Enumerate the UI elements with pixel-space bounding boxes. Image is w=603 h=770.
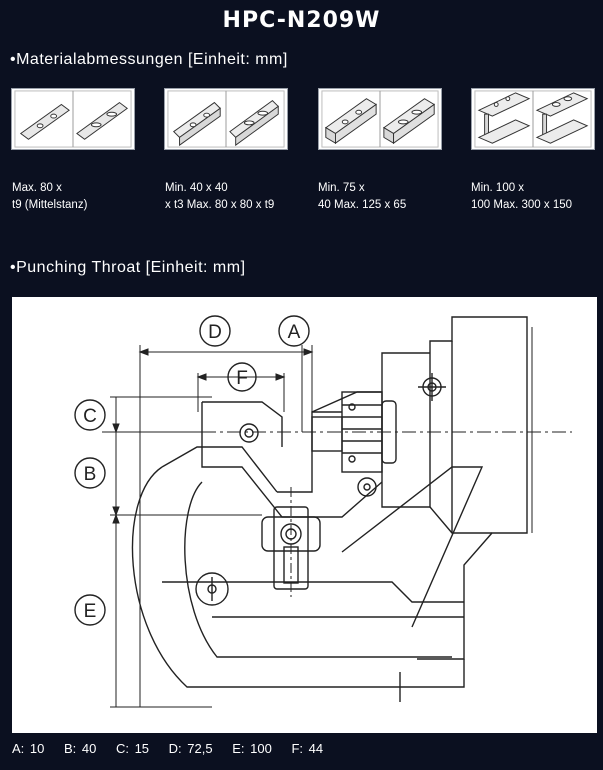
angle-iron-icon [164, 88, 288, 150]
caption-line: 40 Max. 125 x 65 [318, 199, 407, 211]
drawing-label-c: C [83, 406, 97, 427]
h-beam-icon [471, 88, 595, 150]
material-caption: Max. 80 x t9 (Mittelstanz) [12, 180, 87, 214]
dimension-c: C: 15 [115, 741, 150, 756]
drawing-label-b: B [84, 464, 97, 485]
caption-line: Min. 100 x [471, 182, 525, 194]
material-caption: Min. 75 x 40 Max. 125 x 65 [318, 180, 406, 214]
material-caption: Min. 100 x 100 Max. 300 x 150 [471, 180, 572, 214]
drawing-label-e: E [84, 601, 97, 622]
caption-line: 100 Max. 300 x 150 [471, 199, 573, 211]
drawing-label-a: A [288, 322, 301, 343]
punching-throat-heading: •Punching Throat [Einheit: mm] [10, 259, 246, 276]
caption-line: t9 (Mittelstanz) [12, 199, 88, 211]
page-title: HPC-N209W [222, 8, 381, 33]
material-dimensions-heading: •Materialabmessungen [Einheit: mm] [10, 51, 288, 68]
dimension-values: A: 10 B: 40 C: 15 D: 72,5 E: 100 F: 44 [12, 741, 337, 756]
dimension-d: D: 72,5 [168, 741, 213, 756]
channel-icon [318, 88, 442, 150]
dimension-f: F: 44 [291, 741, 324, 756]
caption-line: Max. 80 x [12, 182, 62, 194]
drawing-label-d: D [208, 322, 222, 343]
material-caption: Min. 40 x 40 x t3 Max. 80 x 80 x t9 [165, 180, 274, 214]
dimension-b: B: 40 [63, 741, 97, 756]
punching-throat-drawing: D A F C B E [12, 297, 597, 733]
caption-line: Min. 40 x 40 [165, 182, 228, 194]
dimension-a: A: 10 [12, 741, 45, 756]
flat-bar-icon [11, 88, 135, 150]
drawing-label-f: F [236, 368, 248, 389]
caption-line: x t3 Max. 80 x 80 x t9 [165, 199, 275, 211]
dimension-e: E: 100 [232, 741, 272, 756]
caption-line: Min. 75 x [318, 182, 365, 194]
